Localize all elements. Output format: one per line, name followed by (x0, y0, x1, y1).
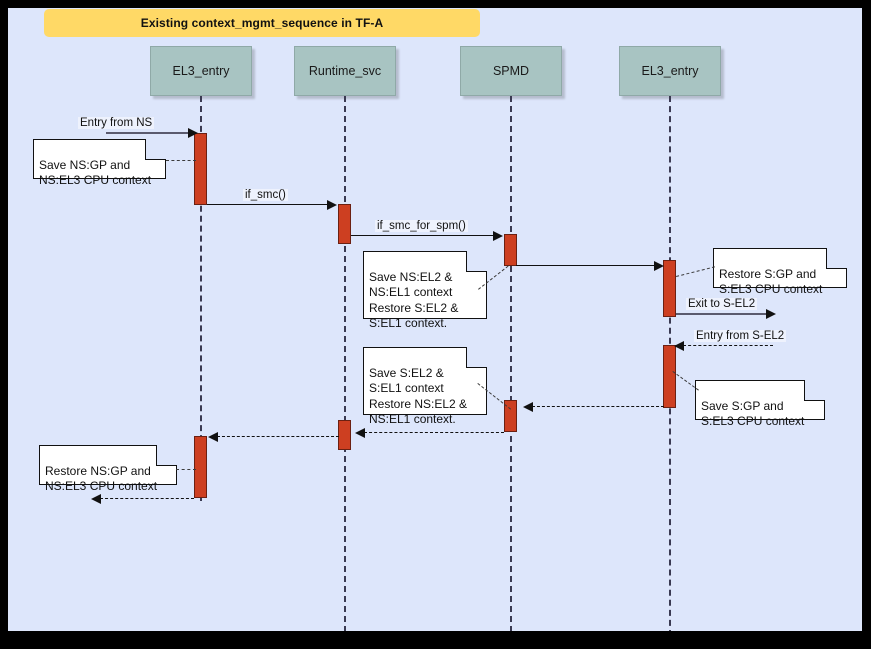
message-arrow-el3-entry-exit (91, 494, 101, 504)
diagram-title-bar: Existing context_mgmt_sequence in TF-A (44, 9, 480, 37)
note-text: Restore NS:GP and NS:EL3 CPU context (45, 463, 158, 494)
lifeline-line-spmd (510, 96, 512, 631)
lifeline-head-spmd[interactable]: SPMD (460, 46, 562, 96)
message-line-exit-to-s-el2 (676, 313, 768, 315)
message-line-el3-entry-exit (100, 498, 194, 499)
note-fold-corner (156, 445, 177, 466)
message-label-entry-from-ns: Entry from NS (78, 117, 155, 129)
note-save-ns-gp: Save NS:GP and NS:EL3 CPU context (33, 139, 166, 187)
note-link-3 (676, 266, 716, 277)
message-line-if-smc (207, 204, 329, 205)
message-label-if-smc-for-spm: if_smc_for_spm() (375, 220, 468, 232)
activation-runtime-svc-2 (338, 420, 351, 450)
activation-spmd-1 (504, 234, 517, 266)
activation-runtime-svc-1 (338, 204, 351, 244)
lifeline-line-el3-entry-left (200, 96, 202, 501)
note-restore-s-gp: Restore S:GP and S:EL3 CPU context (713, 248, 847, 296)
message-arrow-if-smc-for-spm (493, 231, 503, 241)
activation-el3-entry-left-2 (194, 436, 207, 498)
message-label-if-smc: if_smc() (243, 189, 288, 201)
activation-spmd-2 (504, 400, 517, 432)
note-save-s-gp: Save S:GP and S:EL3 CPU context (695, 380, 825, 428)
lifeline-head-el3-entry-left[interactable]: EL3_entry (150, 46, 252, 96)
diagram-canvas: Existing context_mgmt_sequence in TF-A E… (8, 8, 862, 631)
note-text: Save NS:EL2 & NS:EL1 context Restore S:E… (369, 269, 459, 331)
message-line-spmd-to-el3-entry (516, 265, 656, 266)
note-link-6 (176, 469, 196, 470)
note-fold-corner (466, 251, 487, 272)
note-save-ns-el2: Save NS:EL2 & NS:EL1 context Restore S:E… (363, 251, 487, 330)
message-arrow-if-smc (327, 200, 337, 210)
message-label-exit-to-s-el2: Exit to S-EL2 (686, 298, 758, 310)
message-arrow-spmd-to-el3-entry (654, 261, 664, 271)
note-fold-corner (826, 248, 847, 269)
note-fold-corner (145, 139, 166, 160)
message-line-spmd-to-runtime-svc (364, 432, 504, 433)
page-title: Existing context_mgmt_sequence in TF-A (140, 16, 384, 30)
message-arrow-entry-from-ns (188, 128, 198, 138)
message-line-if-smc-for-spm (351, 235, 495, 236)
message-line-entry-from-s-el2 (683, 345, 773, 346)
message-arrow-entry-from-s-el2 (674, 341, 684, 351)
lifeline-head-runtime-svc[interactable]: Runtime_svc (294, 46, 396, 96)
note-link-1 (166, 160, 196, 161)
message-line-runtime-svc-to-el3-entry (217, 436, 339, 437)
note-text: Save S:EL2 & S:EL1 context Restore NS:EL… (369, 365, 468, 427)
note-save-s-el2: Save S:EL2 & S:EL1 context Restore NS:EL… (363, 347, 487, 426)
message-line-el3-entry-to-spmd (532, 406, 664, 407)
note-fold-corner (466, 347, 487, 368)
lifeline-label: EL3_entry (641, 64, 699, 78)
message-arrow-exit-to-s-el2 (766, 309, 776, 319)
note-restore-ns-gp: Restore NS:GP and NS:EL3 CPU context (39, 445, 177, 493)
note-text: Restore S:GP and S:EL3 CPU context (719, 266, 823, 297)
note-fold-corner (804, 380, 825, 401)
message-arrow-spmd-to-runtime-svc (355, 428, 365, 438)
note-text: Save S:GP and S:EL3 CPU context (701, 398, 805, 429)
note-text: Save NS:GP and NS:EL3 CPU context (39, 157, 152, 188)
message-arrow-runtime-svc-to-el3-entry (208, 432, 218, 442)
lifeline-label: Runtime_svc (308, 64, 382, 78)
activation-el3-entry-left-1 (194, 133, 207, 205)
lifeline-label: EL3_entry (172, 64, 230, 78)
activation-el3-entry-right-2 (663, 345, 676, 408)
lifeline-line-runtime-svc (344, 96, 346, 631)
message-arrow-el3-entry-to-spmd (523, 402, 533, 412)
activation-el3-entry-right-1 (663, 260, 676, 317)
lifeline-label: SPMD (492, 64, 530, 78)
message-line-entry-from-ns (106, 132, 190, 134)
lifeline-head-el3-entry-right[interactable]: EL3_entry (619, 46, 721, 96)
message-label-entry-from-s-el2: Entry from S-EL2 (694, 330, 787, 342)
